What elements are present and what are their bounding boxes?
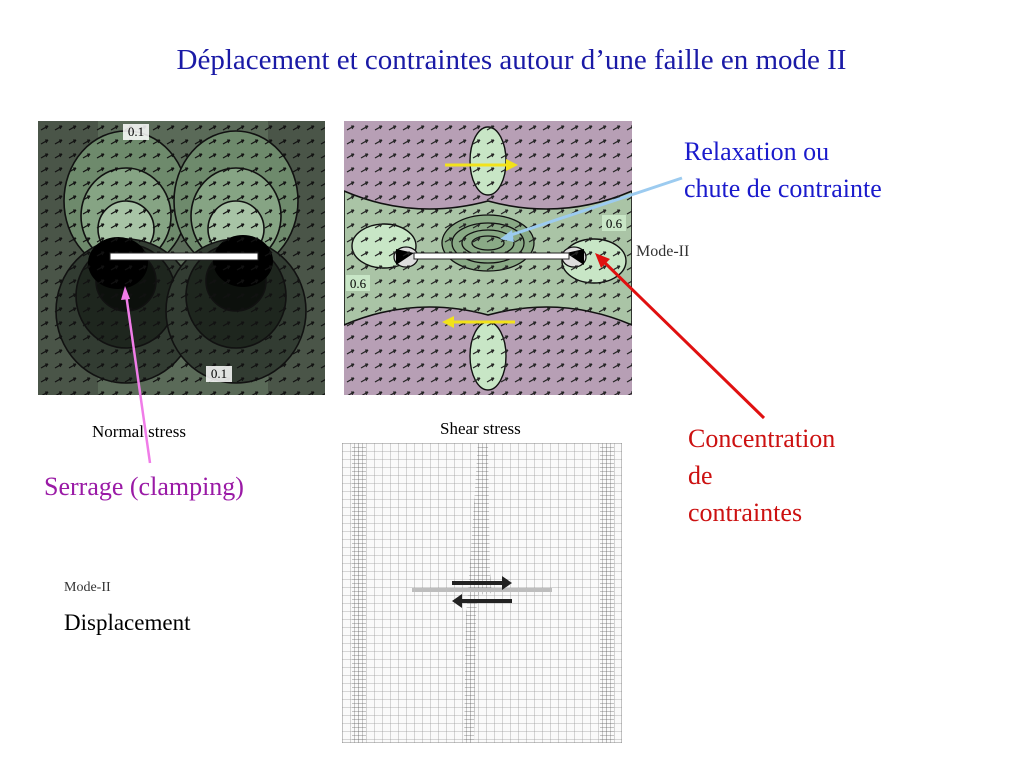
relaxation-label: Relaxation ou chute de contrainte [684,137,882,203]
displacement-mesh-panel [342,443,622,743]
serrage-label: Serrage (clamping) [44,472,244,501]
mode-ii-label-right: Mode-II [636,243,690,260]
displacement-label: Displacement [64,610,191,635]
shear-stress-label: Shear stress [440,419,521,438]
concentration-label: Concentration de contraintes [688,424,836,527]
blue-arrow [507,176,683,238]
shear-stress-panel: 0.6 0.6 [344,121,632,395]
normal-stress-label: Normal stress [92,422,186,441]
shear-right-value: 0.6 [606,216,623,231]
page-title: Déplacement et contraintes autour d’une … [176,44,847,76]
normal-bottom-value: 0.1 [211,366,227,381]
normal-stress-panel: 0.1 0.1 [38,121,325,395]
pink-arrow [124,293,152,464]
red-arrow [600,258,766,420]
normal-top-value: 0.1 [128,124,144,139]
shear-left-value: 0.6 [350,276,367,291]
mode-ii-label-left: Mode-II [64,580,111,595]
